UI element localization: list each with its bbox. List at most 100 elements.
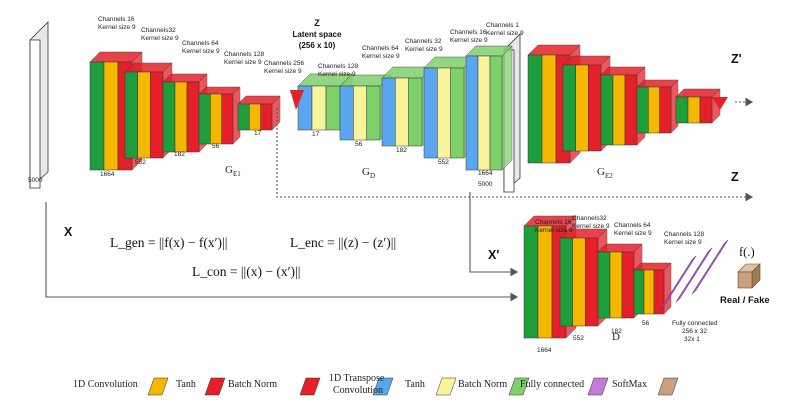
- gd-channel-label-5: Kernel size 9: [486, 30, 524, 37]
- legend-label-2: Tanh: [176, 379, 196, 390]
- module-ge2-label: GE2: [597, 166, 613, 180]
- gd-dim-5: 5000: [478, 181, 493, 188]
- d-layer-4: [633, 262, 672, 315]
- legend-item-7: [587, 377, 609, 396]
- legend-label-8: SoftMax: [612, 379, 647, 390]
- gd-channel-label-3: Channels 32: [405, 38, 442, 45]
- module-gd-label: GD: [362, 166, 375, 180]
- gd-dim-2: 182: [396, 147, 407, 154]
- gd-dim-3: 552: [438, 159, 449, 166]
- latent-shape: (256 x 10): [299, 41, 336, 50]
- d-channel-label-3: Kernel size 9: [614, 230, 652, 237]
- ge1-dim-5: 17: [254, 130, 262, 137]
- input-dim-label: 5000: [28, 177, 43, 184]
- ge1-channel-label-2: Kernel size 9: [141, 35, 179, 42]
- flow-lines: [45, 97, 754, 302]
- ge2-tail: [712, 97, 728, 110]
- gd-channel-label-4: Channels 16: [450, 29, 487, 36]
- ge1-dim-1: 1664: [100, 171, 115, 178]
- legend-item-3: [299, 377, 321, 396]
- d-channel-label-3: Channels 64: [614, 222, 651, 229]
- z-prime-label: Z': [731, 52, 742, 66]
- gd-channel-label-2: Kernel size 9: [362, 53, 400, 60]
- ge1-channel-label-4: Channels 128: [224, 51, 264, 58]
- legend-label-1: 1D Convolution: [73, 379, 138, 390]
- x-prime-label: X': [488, 248, 499, 262]
- svg-text:GE2: GE2: [597, 166, 613, 180]
- legend-label-4: 1D Transpose: [329, 373, 385, 384]
- f-label: f(.): [739, 245, 755, 259]
- latent-dim: 17: [312, 131, 320, 138]
- gd-channel-label-5: Channels 1: [486, 22, 519, 29]
- ge1-layer-4: [198, 86, 241, 145]
- gd-channel-label-1: Channels 128: [318, 63, 358, 70]
- legend-label-3: Batch Norm: [228, 379, 277, 390]
- fc-shape-1: 256 x 32: [682, 328, 707, 335]
- gd-dim-4: 1664: [478, 170, 493, 177]
- d-channel-label-2: Kernel size 9: [572, 223, 610, 230]
- gd-channel-label-2: Channels 64: [362, 45, 399, 52]
- decoder-gd: [297, 45, 513, 171]
- discriminator-d: [523, 215, 672, 339]
- ge1-channel-label-5: Channels 256: [264, 60, 304, 67]
- d-channel-label-1: Kernel size 9: [535, 227, 573, 234]
- legend-item-6: [508, 377, 530, 396]
- encoder-ge2: [527, 44, 728, 164]
- svg-text:GD: GD: [362, 166, 375, 180]
- module-ge1-label: GE1: [225, 164, 241, 178]
- z-label: Z: [731, 170, 739, 184]
- ge1-channel-label-3: Channels 64: [182, 40, 219, 47]
- fully-connected-layers: [659, 239, 729, 311]
- ge2-layer-5: [675, 88, 721, 124]
- ge2-layer-4: [636, 79, 679, 134]
- ge1-channel-label-5: Kernel size 9: [264, 68, 302, 75]
- latent-z-label: Z: [314, 18, 320, 28]
- ge1-channel-label-4: Kernel size 9: [224, 59, 262, 66]
- legend-label-5: Tanh: [405, 379, 425, 390]
- legend-item-2: [204, 377, 226, 396]
- output-label: Real / Fake: [720, 295, 770, 306]
- loss-con-equation: L_con = ||(x) − (x′)||: [192, 264, 300, 279]
- legend-label-6: Batch Norm: [458, 379, 507, 390]
- svg-text:GE1: GE1: [225, 164, 241, 178]
- d-channel-label-4: Kernel size 9: [664, 239, 702, 246]
- gd-layer-5: [465, 45, 513, 171]
- ge1-channel-label-3: Kernel size 9: [182, 48, 220, 55]
- ge1-dim-3: 182: [174, 151, 185, 158]
- gd-channel-label-3: Kernel size 9: [405, 46, 443, 53]
- softmax-cube: [737, 263, 761, 289]
- legend-item-8: [657, 377, 679, 396]
- latent-title: Latent space: [293, 30, 342, 39]
- d-dim-2: 552: [573, 335, 584, 342]
- legend-label-4-line2: Convolution: [333, 385, 383, 396]
- d-channel-label-2: Channels32: [572, 215, 607, 222]
- ge1-channel-label-1: Channels 16: [98, 16, 135, 23]
- encoder-ge1: [89, 51, 281, 171]
- ge1-dim-2: 552: [135, 159, 146, 166]
- ge1-channel-label-2: Channels32: [141, 27, 176, 34]
- gd-channel-label-4: Kernel size 9: [450, 37, 488, 44]
- input-slab: [29, 21, 49, 189]
- fc-label: Fully connected: [672, 320, 718, 327]
- d-channel-label-4: Channels 128: [664, 231, 704, 238]
- ge1-dim-4: 56: [212, 143, 220, 150]
- d-channel-label-1: Channels 16: [535, 219, 572, 226]
- legend-item-4: [372, 377, 394, 396]
- ge1-channel-label-1: Kernel size 9: [98, 24, 136, 31]
- ge1-layer-5: [237, 95, 281, 131]
- module-d-label: D: [612, 331, 620, 343]
- legend-item-1: [147, 377, 169, 396]
- legend-item-5: [435, 377, 457, 396]
- gd-channel-label-1: Kernel size 9: [318, 71, 356, 78]
- latent-connector: [290, 90, 304, 110]
- fc-shape-2: 32x 1: [684, 336, 700, 343]
- legend-label-7: Fully connected: [520, 379, 584, 390]
- gd-dim-1: 56: [355, 141, 363, 148]
- loss-enc-equation: L_enc = ||(z) − (z′)||: [290, 235, 396, 250]
- d-dim-1: 1664: [537, 347, 552, 354]
- legend: 1D Convolution Tanh Batch Norm 1D Transpose…: [73, 373, 679, 396]
- x-label: X: [64, 225, 73, 239]
- loss-gen-equation: L_gen = ||f(x) − f(x′)||: [110, 235, 227, 250]
- d-dim-3: 182: [611, 328, 622, 335]
